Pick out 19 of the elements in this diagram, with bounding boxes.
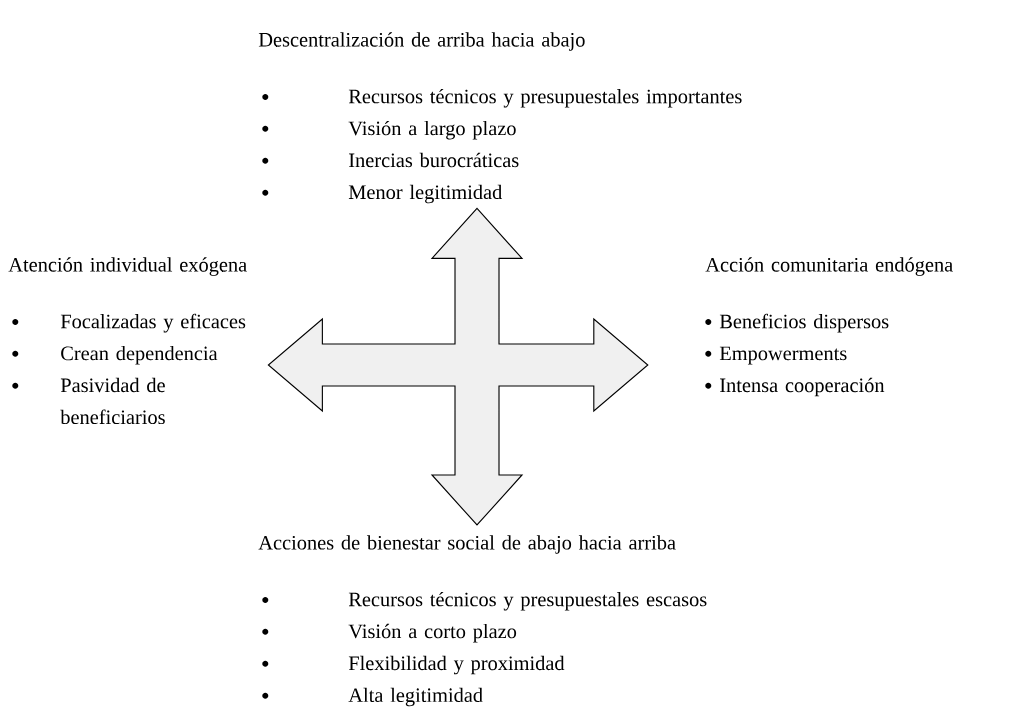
bullet-item: Visión a largo plazo	[262, 120, 516, 140]
bullet-item: Focalizadas y eficaces	[12, 313, 246, 333]
bullet-item: Recursos técnicos y presupuestales importantes	[262, 89, 742, 108]
four-way-block-arrow	[267, 207, 649, 526]
heading-text: Descentralización de arriba hacia abajo	[258, 32, 585, 51]
bullet-item: Beneficios dispersos	[705, 313, 889, 333]
bullet-item: Inercias burocráticas	[262, 152, 519, 168]
bullet-item: Crean dependencia	[12, 345, 218, 365]
bullet-item: Alta legitimidad	[262, 687, 483, 707]
heading-text: Atención individual exógena	[8, 257, 247, 276]
heading-text: Acción comunitaria endógena	[705, 257, 953, 276]
heading-text: Acciones de bienestar social de abajo hacia arriba	[258, 535, 676, 554]
bullet-item: Pasividad de beneficiarios	[12, 377, 165, 425]
bullet-item: Menor legitimidad	[262, 184, 503, 204]
bullet-item: Flexibilidad y proximidad	[262, 655, 565, 675]
bullet-item: Intensa cooperación	[705, 377, 885, 397]
bullet-item: Empowerments	[705, 346, 847, 365]
bullet-item: Recursos técnicos y presupuestales escasos	[262, 591, 707, 611]
bullet-item: Visión a corto plazo	[262, 623, 517, 643]
